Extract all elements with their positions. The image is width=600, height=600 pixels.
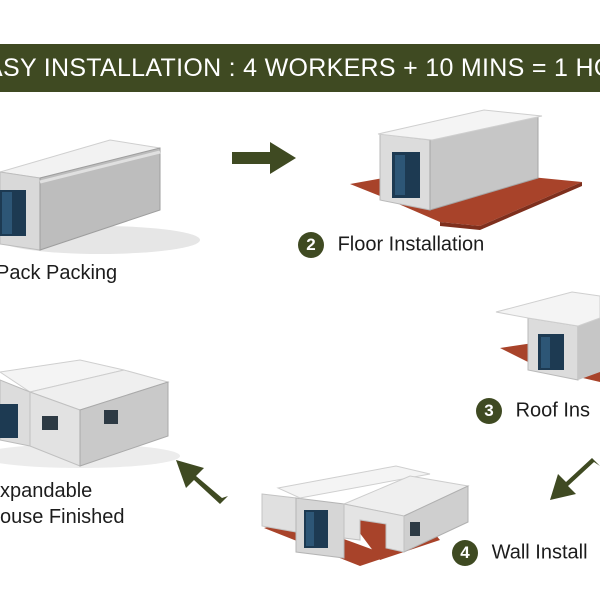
step-3-number: 3 xyxy=(476,398,502,424)
step-2-text: Floor Installation xyxy=(337,233,485,256)
step-3-label: 3 Roof Ins xyxy=(476,398,590,424)
step-1-text: Pack Packing xyxy=(0,262,118,284)
arrow-right-icon xyxy=(232,142,296,174)
title-banner: ASY INSTALLATION : 4 WORKERS + 10 MINS =… xyxy=(0,44,600,92)
arrow-down-left-icon xyxy=(550,458,600,500)
step-4-number: 4 xyxy=(452,540,478,566)
step-4-label: 4 Wall Install xyxy=(452,540,588,566)
step-5-text-line2: ouse Finished xyxy=(0,506,125,528)
step-5-label: xpandable ouse Finished xyxy=(0,478,125,530)
arrow-up-left-icon xyxy=(176,460,228,504)
step-4-text: Wall Install xyxy=(491,541,588,564)
step-2-label: 2 Floor Installation xyxy=(298,232,484,258)
step-3-text: Roof Ins xyxy=(515,399,591,422)
step-5-text-line1: xpandable xyxy=(0,480,93,502)
step-1-label: Pack Packing xyxy=(0,262,117,285)
banner-title: ASY INSTALLATION : 4 WORKERS + 10 MINS =… xyxy=(0,54,600,82)
step-2-number: 2 xyxy=(298,232,324,258)
